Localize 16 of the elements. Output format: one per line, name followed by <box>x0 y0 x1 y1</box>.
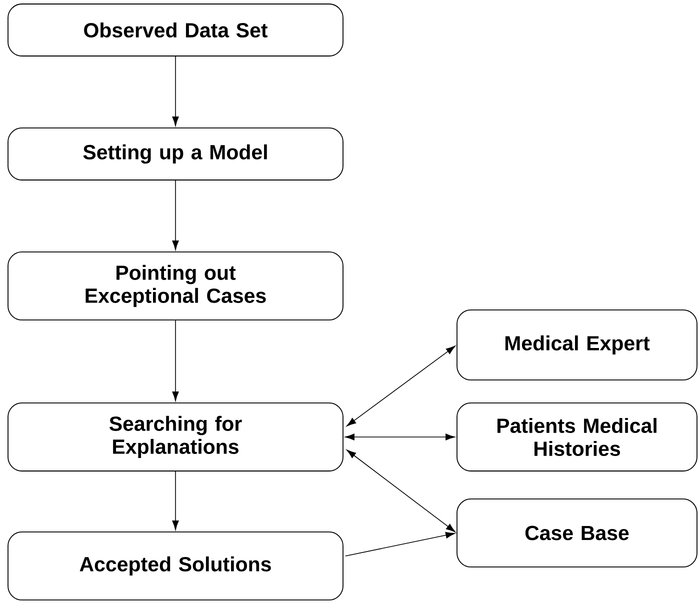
arrow <box>346 346 456 426</box>
process-box: Medical Expert <box>456 310 698 380</box>
process-box: Case Base <box>456 498 698 568</box>
process-box: Patients Medical Histories <box>456 402 698 472</box>
arrow <box>172 56 179 126</box>
process-box: Searching for Explanations <box>8 402 344 472</box>
process-box: Observed Data Set <box>8 4 344 56</box>
arrow <box>345 532 456 556</box>
process-box: Setting up a Model <box>8 128 344 180</box>
arrow <box>344 434 456 440</box>
process-box: Pointing out Exceptional Cases <box>8 252 344 320</box>
arrow <box>172 471 179 530</box>
arrow <box>346 450 456 532</box>
arrow <box>172 180 179 250</box>
process-box: Accepted Solutions <box>8 532 344 600</box>
arrow <box>172 320 179 401</box>
